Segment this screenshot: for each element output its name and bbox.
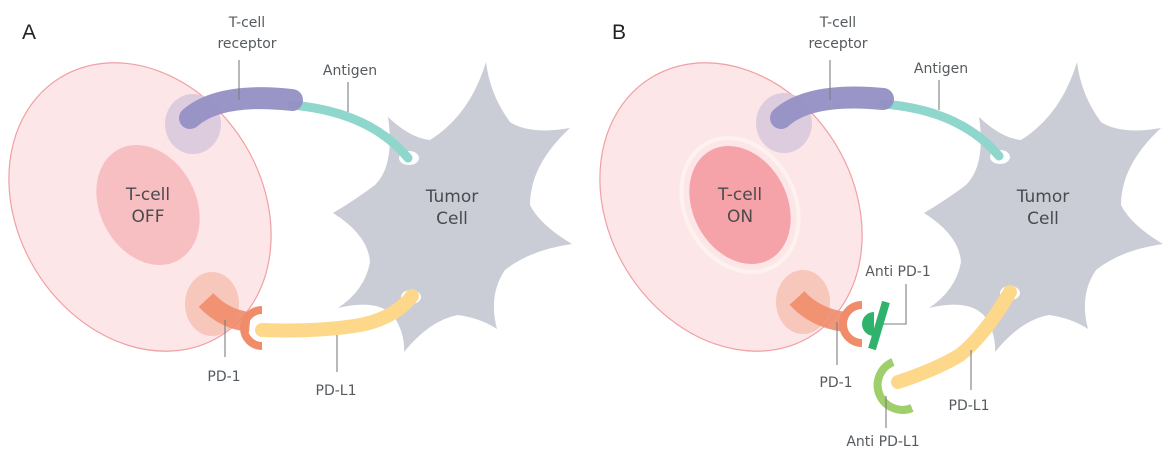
tcr-label-line1: T-cell: [819, 15, 856, 31]
tcr-label-line2: receptor: [808, 36, 867, 52]
anti-pd1-leader: [883, 284, 907, 325]
tumor-cell: [924, 62, 1163, 352]
pdl1-label: PD-L1: [949, 398, 990, 414]
antigen-label: Antigen: [323, 63, 377, 79]
t-cell-state-line2: OFF: [132, 207, 165, 227]
pd1-label: PD-1: [207, 369, 240, 385]
anti-pd-1-head: [862, 312, 874, 336]
antigen: [287, 100, 413, 163]
pd-1-receptor-cup: [240, 306, 263, 350]
tcr-label-line2: receptor: [217, 36, 276, 52]
t-cell-receptor: [770, 86, 894, 129]
t-cell-state-line2: ON: [727, 207, 753, 227]
t-cell-nucleus-halo: [679, 136, 801, 274]
anti-pd-l1: [873, 358, 914, 414]
tcr-label-line1: T-cell: [228, 15, 265, 31]
tumor-cell: [333, 62, 572, 352]
antigen-label: Antigen: [914, 61, 968, 77]
t-cell-nucleus: [96, 144, 200, 266]
antigen: [878, 99, 1004, 161]
tumor-label-line2: Cell: [436, 209, 468, 229]
t-cell-state-line1: T-cell: [125, 185, 170, 205]
tumor-label-line1: Tumor: [1016, 187, 1070, 207]
pd-l1: [255, 289, 419, 338]
anti-pd-1-bar: [868, 300, 890, 351]
tumor-label-line2: Cell: [1027, 209, 1059, 229]
pdl1-label: PD-L1: [316, 383, 357, 399]
tumor-label-line1: Tumor: [425, 187, 479, 207]
pd1-label: PD-1: [819, 375, 852, 391]
t-cell-receptor: [179, 87, 303, 129]
anti-pd1-label: Anti PD-1: [865, 264, 930, 280]
panel-label-b: B: [612, 21, 626, 44]
t-cell-state-line1: T-cell: [717, 185, 762, 205]
pd-1-receptor-cup: [839, 301, 863, 347]
panel-b: B Tumor Cell T-cell ON T-cell receptor: [599, 15, 1163, 450]
panel-a: A Tumor Cell T-cell OFF T-cell receptor …: [8, 15, 572, 399]
anti-pdl1-label: Anti PD-L1: [846, 434, 919, 450]
t-cell-nucleus: [689, 145, 791, 265]
pd-l1: [891, 285, 1017, 389]
panel-label-a: A: [22, 21, 36, 44]
